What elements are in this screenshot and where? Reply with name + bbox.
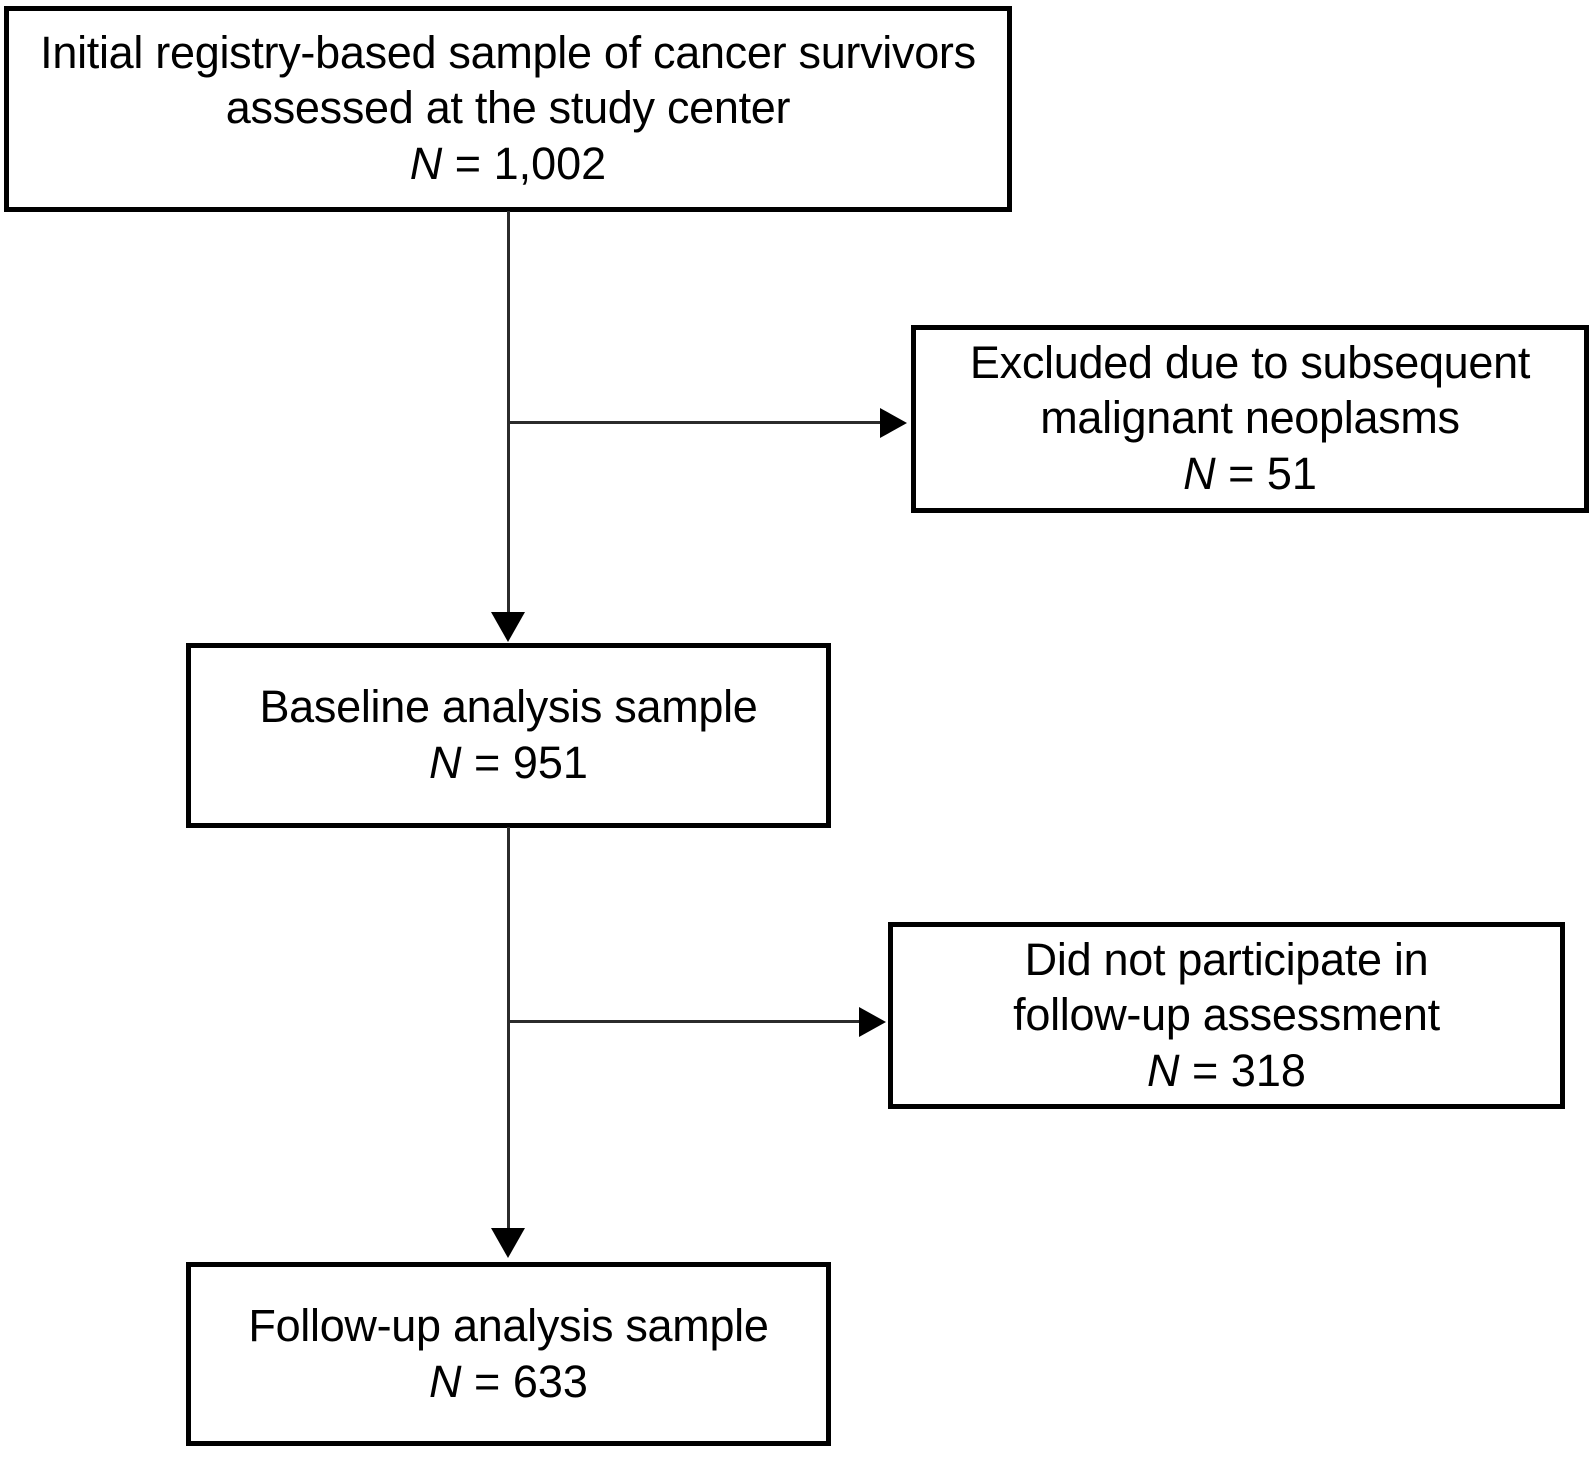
- initial-registry-sample-box: Initial registry-based sample of cancer …: [4, 6, 1012, 212]
- n-equals: =: [1215, 448, 1267, 499]
- n-value: 1,002: [493, 138, 607, 189]
- baseline-line-1: Baseline analysis sample: [259, 681, 758, 732]
- excluded-line-1: Excluded due to subsequent: [969, 337, 1531, 388]
- arrowhead-down-to-followup-icon: [491, 1228, 525, 1258]
- connector-baseline-to-nonparticipation-line: [507, 1020, 862, 1023]
- initial-sample-line-2: assessed at the study center: [225, 82, 791, 133]
- baseline-count: N = 951: [429, 734, 588, 792]
- n-symbol: N: [409, 138, 443, 189]
- followup-line-1: Follow-up analysis sample: [248, 1299, 769, 1351]
- n-symbol: N: [429, 737, 462, 788]
- followup-count: N = 633: [429, 1353, 588, 1411]
- n-value: 51: [1266, 448, 1317, 499]
- nopart-line-1: Did not participate in: [1024, 933, 1429, 985]
- n-equals: =: [442, 138, 494, 189]
- arrowhead-down-to-baseline-icon: [491, 612, 525, 642]
- arrowhead-right-to-excluded-icon: [880, 408, 907, 438]
- n-equals: =: [461, 737, 513, 788]
- initial-sample-line-1: Initial registry-based sample of cancer …: [40, 27, 976, 78]
- n-value: 951: [512, 737, 588, 788]
- connector-initial-to-baseline-line: [507, 211, 510, 615]
- n-equals: =: [1179, 1044, 1231, 1096]
- n-symbol: N: [429, 1355, 462, 1407]
- arrowhead-right-to-nonparticipation-icon: [859, 1007, 886, 1037]
- n-symbol: N: [1147, 1044, 1180, 1096]
- did-not-participate-box: Did not participate in follow-up assessm…: [888, 922, 1565, 1109]
- n-value: 633: [512, 1355, 588, 1407]
- baseline-analysis-sample-box: Baseline analysis sample N = 951: [186, 643, 831, 828]
- nopart-count: N = 318: [1147, 1042, 1306, 1100]
- connector-initial-to-excluded-line: [507, 421, 883, 424]
- initial-sample-count: N = 1,002: [410, 135, 606, 193]
- excluded-subsequent-malignant-neoplasms-box: Excluded due to subsequent malignant neo…: [911, 325, 1589, 513]
- n-value: 318: [1230, 1044, 1306, 1096]
- excluded-count: N = 51: [1183, 445, 1317, 503]
- nopart-line-2: follow-up assessment: [1013, 988, 1440, 1040]
- excluded-line-2: malignant neoplasms: [1040, 392, 1460, 443]
- n-equals: =: [461, 1355, 513, 1407]
- followup-analysis-sample-box: Follow-up analysis sample N = 633: [186, 1262, 831, 1446]
- connector-baseline-to-followup-line: [507, 827, 510, 1231]
- n-symbol: N: [1183, 448, 1216, 499]
